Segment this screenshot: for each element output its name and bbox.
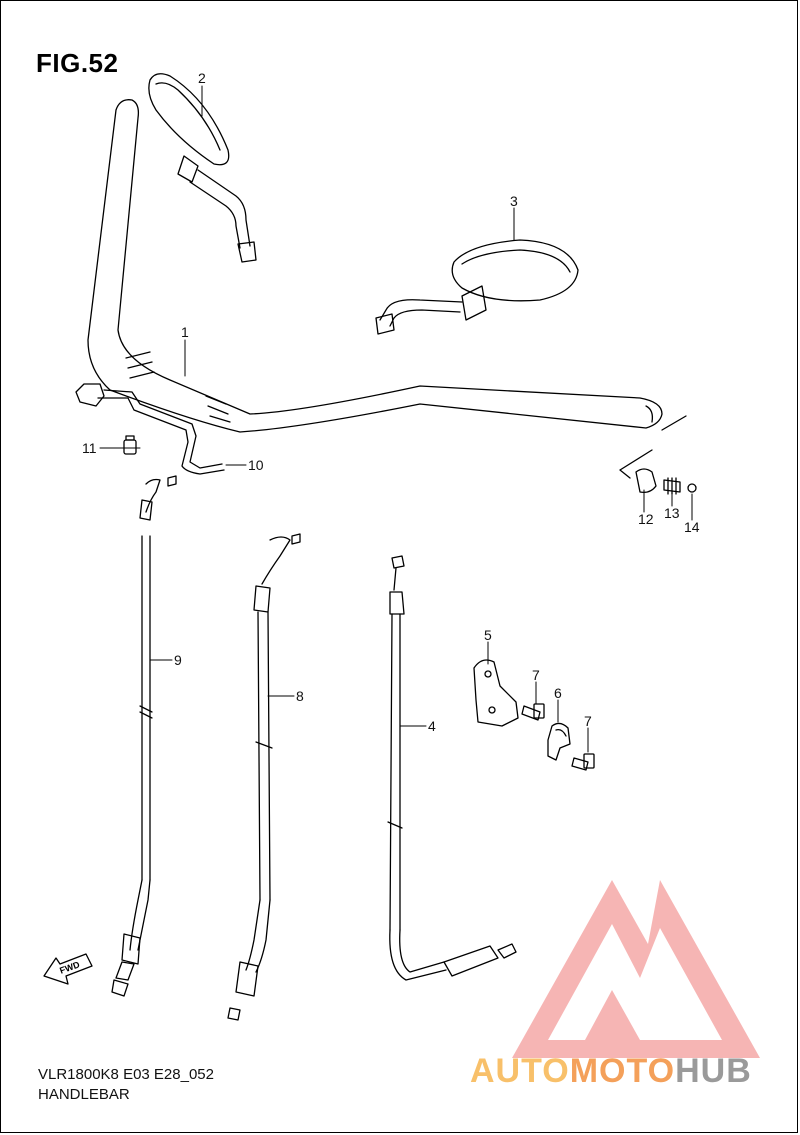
callout-8: 8 <box>296 688 304 704</box>
callout-numbers: 2 3 1 11 10 12 13 14 9 8 4 5 7 6 7 FWD <box>58 70 699 976</box>
section-name: HANDLEBAR <box>38 1086 130 1103</box>
watermark-text: AUTOMOTOHUB <box>470 1052 752 1090</box>
callout-leaders <box>99 85 693 753</box>
cable-4 <box>387 555 517 981</box>
callout-10: 10 <box>248 457 264 473</box>
bar-end-parts <box>635 468 697 495</box>
cable-8 <box>227 533 301 1021</box>
callout-2: 2 <box>198 70 206 86</box>
callout-9: 9 <box>174 652 182 668</box>
wire-clamp <box>75 383 225 475</box>
bolt-7-a <box>521 703 545 721</box>
cable-9 <box>111 475 177 997</box>
callout-7b: 7 <box>584 713 592 729</box>
holder-6 <box>547 722 571 761</box>
callout-7a: 7 <box>532 667 540 683</box>
fwd-label: FWD <box>58 959 81 976</box>
callout-5: 5 <box>484 627 492 643</box>
callout-1: 1 <box>181 324 189 340</box>
callout-13: 13 <box>664 505 680 521</box>
model-code: VLR1800K8 E03 E28_052 <box>38 1066 214 1083</box>
handlebar <box>87 99 687 479</box>
bolt-7-b <box>571 753 595 771</box>
watermark-logo <box>512 880 760 1058</box>
bracket-5 <box>473 659 519 727</box>
callout-3: 3 <box>510 193 518 209</box>
callout-14: 14 <box>684 519 700 535</box>
callout-12: 12 <box>638 511 654 527</box>
right-mirror <box>375 239 579 335</box>
callout-11: 11 <box>82 440 97 456</box>
callout-6: 6 <box>554 685 562 701</box>
bolt-11 <box>123 435 137 455</box>
fwd-arrow-icon <box>43 953 93 985</box>
left-mirror <box>148 73 257 263</box>
callout-4: 4 <box>428 718 436 734</box>
figure-title: FIG.52 <box>36 48 119 78</box>
